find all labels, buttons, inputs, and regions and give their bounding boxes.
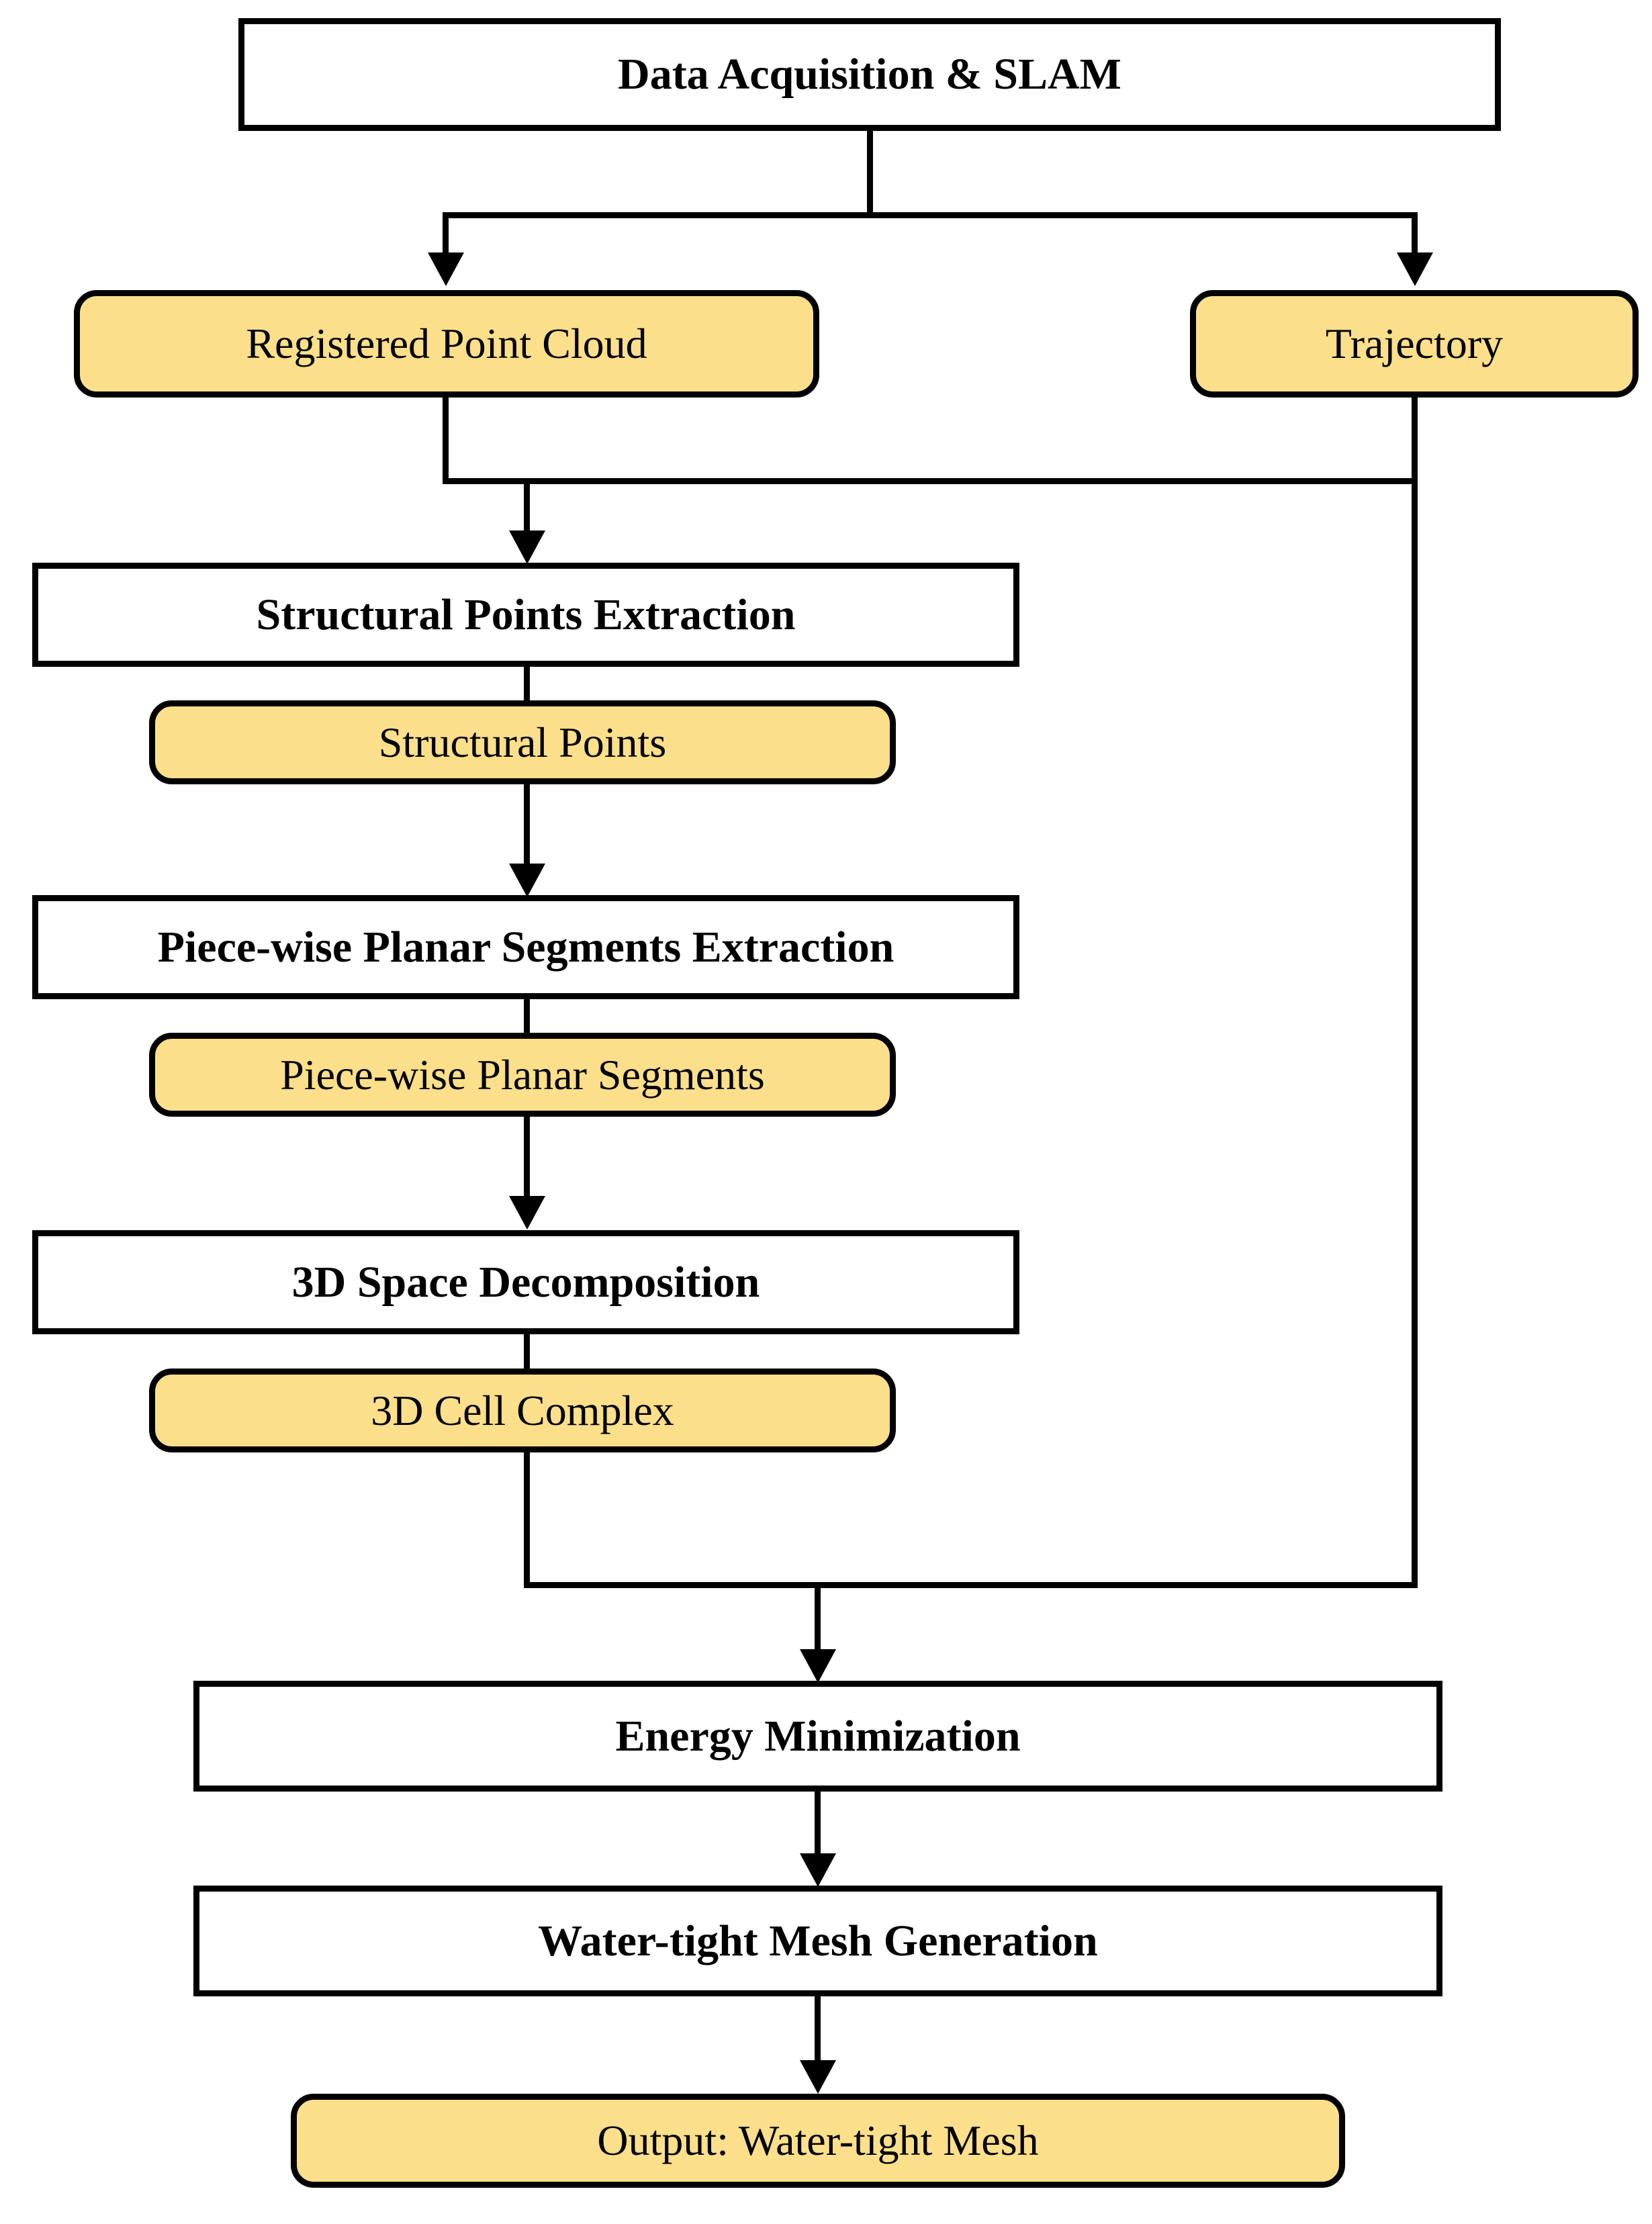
- node-data-acquisition-slam[interactable]: Data Acquisition & SLAM: [238, 18, 1501, 131]
- node-label: Trajectory: [1325, 320, 1504, 368]
- node-label: Structural Points: [378, 718, 667, 766]
- edge-slam-stem: [867, 131, 873, 215]
- node-label: Data Acquisition & SLAM: [618, 50, 1121, 99]
- edge-wtmg-to-output-line: [815, 1996, 821, 2060]
- edge-em-to-wtmg-arrowhead: [800, 1853, 836, 1887]
- edge-3dsd-to-3dcc-line: [524, 1334, 530, 1371]
- edge-sp-to-ppse-line: [524, 784, 530, 864]
- edge-em-to-wtmg-line: [815, 1792, 821, 1853]
- edge-to-energy-minimization-arrowhead: [800, 1649, 836, 1683]
- edge-sp-to-ppse-arrowhead: [509, 864, 545, 897]
- node-water-tight-mesh-generation[interactable]: Water-tight Mesh Generation: [193, 1886, 1442, 1996]
- edge-slam-to-trajectory-line: [1412, 212, 1418, 252]
- edge-wtmg-to-output-arrowhead: [800, 2060, 836, 2094]
- edge-bottom-junction-bar: [524, 1582, 1418, 1588]
- node-piecewise-planar-segments[interactable]: Piece-wise Planar Segments: [149, 1033, 896, 1117]
- edge-slam-split-bar: [443, 212, 1418, 218]
- node-label: 3D Space Decomposition: [291, 1257, 760, 1307]
- node-trajectory[interactable]: Trajectory: [1190, 290, 1639, 398]
- node-label: Registered Point Cloud: [246, 320, 647, 368]
- edge-to-energy-minimization-line: [815, 1582, 821, 1649]
- edge-rpc-stem: [443, 398, 449, 483]
- edge-upper-junction-bar: [443, 478, 1418, 484]
- node-label: Energy Minimization: [615, 1711, 1021, 1761]
- node-label: 3D Cell Complex: [371, 1386, 674, 1434]
- node-registered-point-cloud[interactable]: Registered Point Cloud: [74, 290, 819, 398]
- node-structural-points[interactable]: Structural Points: [149, 700, 896, 784]
- node-energy-minimization[interactable]: Energy Minimization: [193, 1681, 1442, 1792]
- edge-ppse-to-pps-line: [524, 999, 530, 1036]
- node-label: Output: Water-tight Mesh: [597, 2117, 1039, 2165]
- node-3d-space-decomposition[interactable]: 3D Space Decomposition: [32, 1230, 1019, 1334]
- edge-to-structural-points-extraction-arrowhead: [509, 530, 545, 564]
- edge-slam-to-trajectory-arrowhead: [1397, 252, 1433, 286]
- node-label: Piece-wise Planar Segments: [280, 1050, 765, 1099]
- node-label: Piece-wise Planar Segments Extraction: [157, 922, 894, 972]
- edge-trajectory-rail: [1412, 398, 1418, 1582]
- edge-3dcc-stem: [524, 1452, 530, 1587]
- edge-to-structural-points-extraction-line: [524, 478, 530, 530]
- node-label: Structural Points Extraction: [256, 590, 796, 639]
- node-3d-cell-complex[interactable]: 3D Cell Complex: [149, 1369, 896, 1452]
- edge-slam-to-rpc-arrowhead: [428, 252, 464, 286]
- edge-pps-to-3dsd-line: [524, 1117, 530, 1196]
- edge-pps-to-3dsd-arrowhead: [509, 1196, 545, 1230]
- edge-slam-to-rpc-line: [443, 212, 449, 252]
- node-piecewise-planar-segments-extraction[interactable]: Piece-wise Planar Segments Extraction: [32, 895, 1019, 999]
- node-output-water-tight-mesh[interactable]: Output: Water-tight Mesh: [291, 2094, 1345, 2188]
- node-structural-points-extraction[interactable]: Structural Points Extraction: [32, 563, 1019, 667]
- node-label: Water-tight Mesh Generation: [538, 1916, 1098, 1965]
- edge-spe-to-sp-line: [524, 667, 530, 704]
